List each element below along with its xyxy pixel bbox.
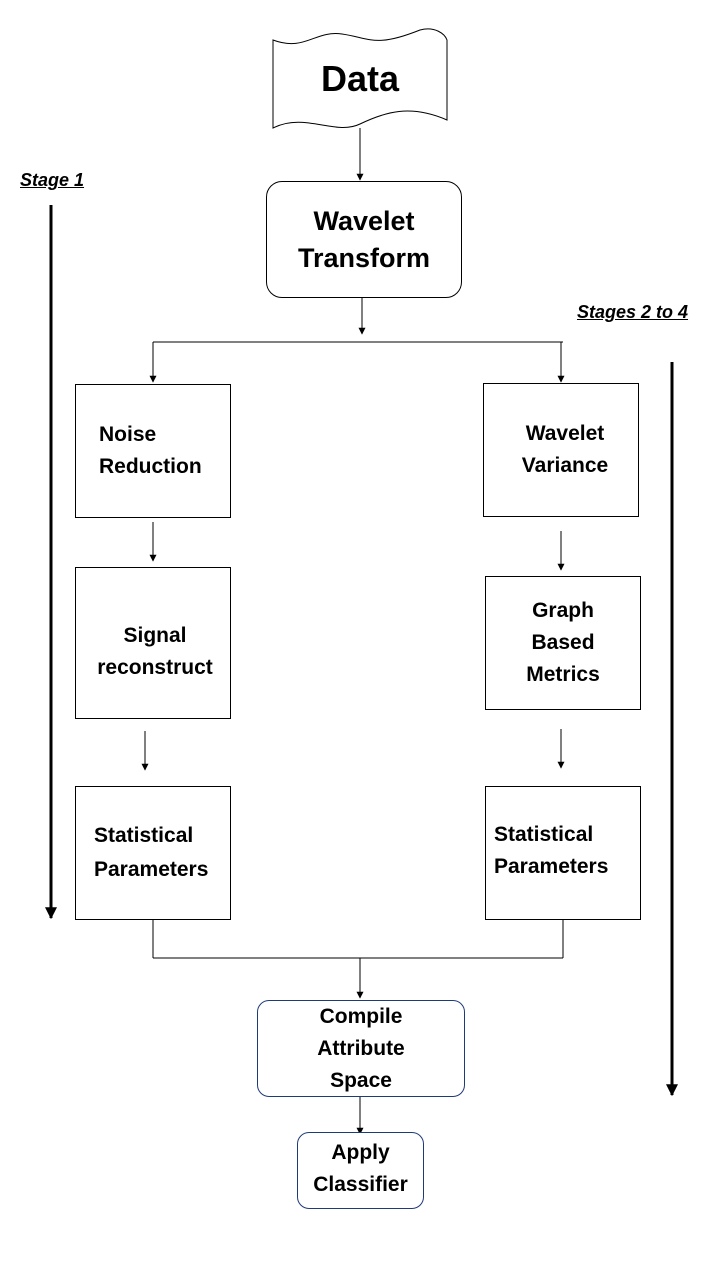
stat-params-right-box: Statistical Parameters (485, 786, 641, 920)
compile-attribute-space-label: Compile Attribute Space (317, 1005, 405, 1092)
graph-metrics-label: Graph Based Metrics (526, 599, 600, 686)
stages2to4-label: Stages 2 to 4 (577, 302, 689, 322)
wavelet-variance-label: Wavelet Variance (521, 422, 609, 477)
noise-reduction-label: Noise Reduction (99, 423, 202, 478)
compile-attribute-space-box: Compile Attribute Space (257, 1000, 465, 1097)
signal-reconstruct-label: Signal reconstruct (97, 624, 213, 679)
apply-classifier-label: Apply Classifier (313, 1141, 408, 1196)
wavelet-transform-box: Wavelet Transform (266, 181, 462, 298)
stat-params-right-label: Statistical Parameters (494, 823, 609, 878)
noise-reduction-box: Noise Reduction (75, 384, 231, 518)
data-document-shape (272, 28, 448, 129)
wavelet-variance-box: Wavelet Variance (483, 383, 639, 517)
data-label: Data (320, 58, 400, 99)
stat-params-left-box: Statistical Parameters (75, 786, 231, 920)
wavelet-transform-label: Wavelet Transform (297, 205, 431, 273)
graph-metrics-box: Graph Based Metrics (485, 576, 641, 710)
signal-reconstruct-box: Signal reconstruct (75, 567, 231, 719)
apply-classifier-box: Apply Classifier (297, 1132, 424, 1209)
stage1-label: Stage 1 (20, 170, 85, 190)
stat-params-left-label: Statistical Parameters (94, 824, 209, 881)
